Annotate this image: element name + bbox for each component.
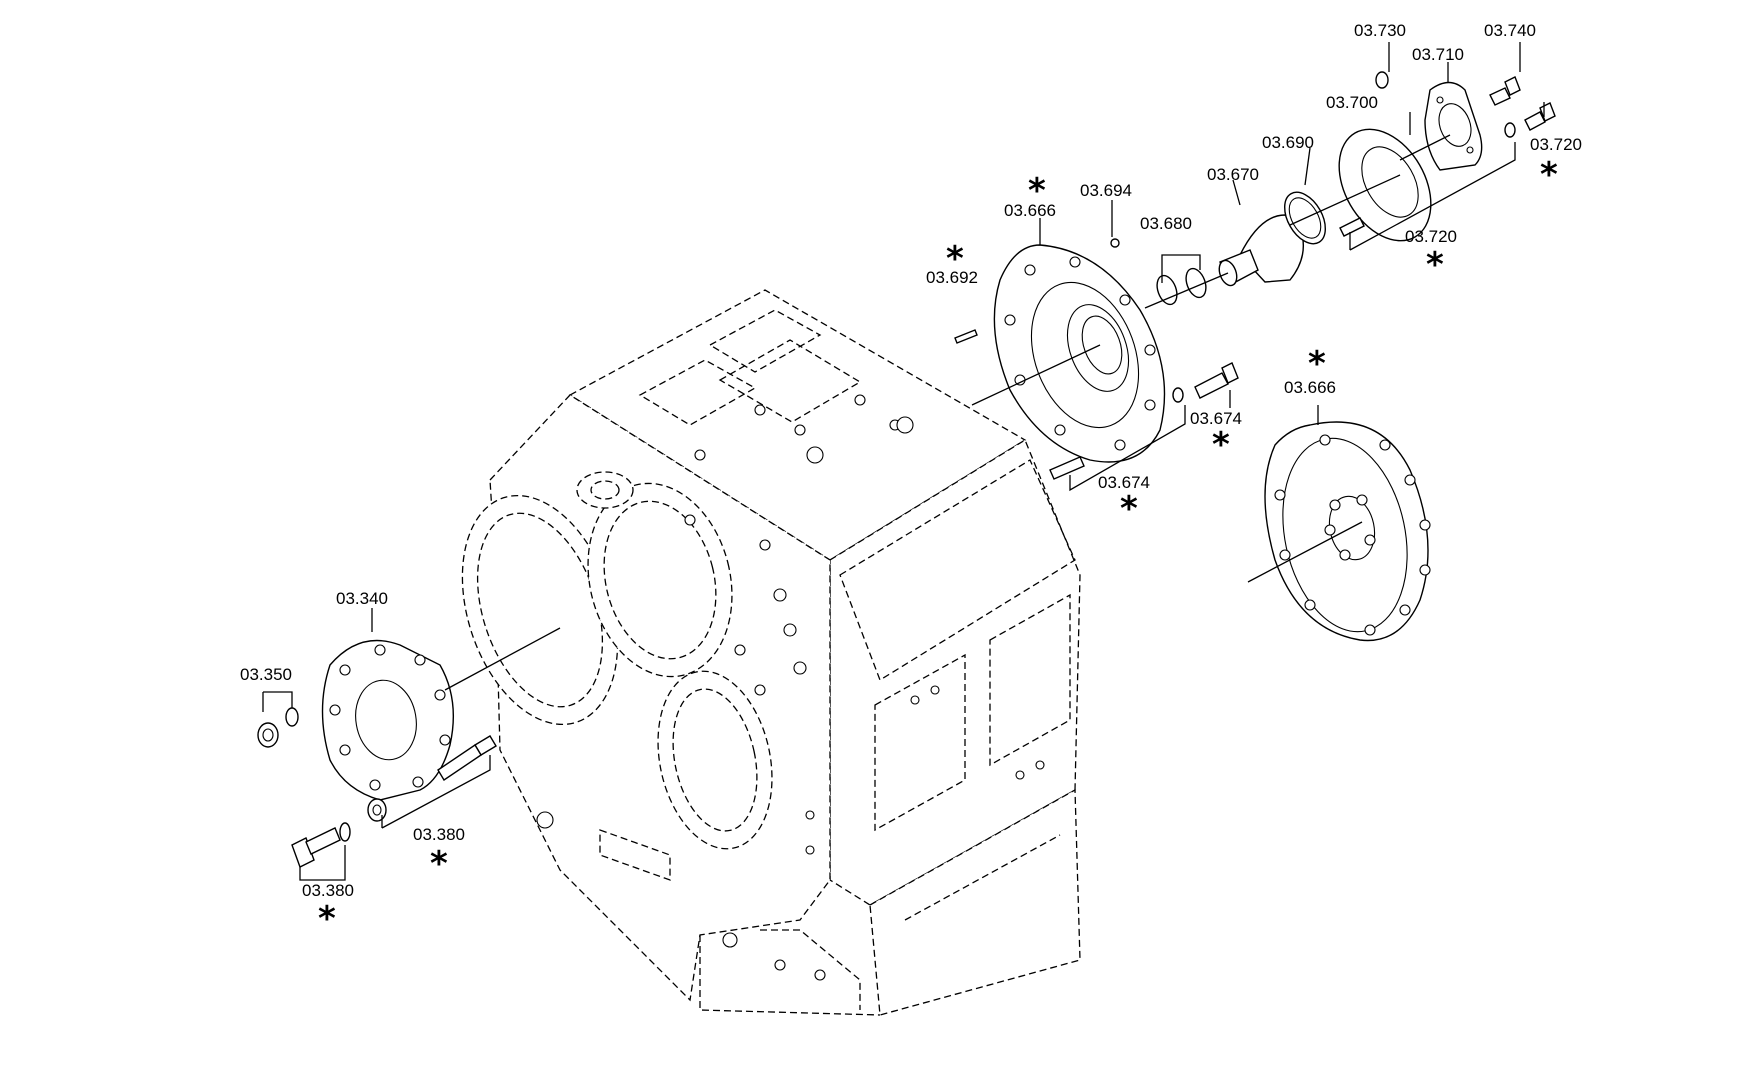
ball-03694: [1110, 238, 1120, 248]
asterisk-markers: * * * * * * * * *: [318, 155, 1558, 939]
bolt-03674: [1172, 362, 1239, 403]
label-03720-mid: 03.720: [1405, 227, 1457, 246]
cover-03666-upper: [993, 244, 1166, 463]
asterisk-marker: *: [1426, 245, 1444, 285]
asterisk-marker: *: [318, 899, 336, 939]
gasket-03700: [1338, 128, 1432, 242]
bolt-03720: [1504, 102, 1556, 138]
asterisk-marker: *: [1028, 171, 1046, 211]
transmission-housing: [461, 289, 1081, 1016]
label-03380-left: 03.380: [302, 881, 354, 900]
label-03350: 03.350: [240, 665, 292, 684]
asterisk-marker: *: [1120, 489, 1138, 529]
label-03670: 03.670: [1207, 165, 1259, 184]
stud-03380: [367, 735, 497, 822]
label-03666-upper: 03.666: [1004, 201, 1056, 220]
shaft-03670: [1218, 214, 1304, 287]
label-03692: 03.692: [926, 268, 978, 287]
label-03710: 03.710: [1412, 45, 1464, 64]
oring-03730: [1375, 71, 1389, 89]
asterisk-marker: *: [1540, 155, 1558, 195]
housing-bolt-holes: [536, 394, 1045, 981]
label-03674-right: 03.674: [1190, 409, 1242, 428]
label-03674-left: 03.674: [1098, 473, 1150, 492]
label-03666-lower: 03.666: [1284, 378, 1336, 397]
asterisk-marker: *: [1308, 344, 1326, 384]
cover-03340: [321, 639, 454, 801]
plug-03350: [257, 707, 299, 748]
cover-03710: [1424, 81, 1483, 171]
pin-03692: [954, 329, 978, 344]
asterisk-marker: *: [430, 844, 448, 884]
label-03720-top: 03.720: [1530, 135, 1582, 154]
part-labels: 03.730 03.740 03.710 03.700 03.720 03.69…: [240, 21, 1582, 900]
label-03740: 03.740: [1484, 21, 1536, 40]
label-03340: 03.340: [336, 589, 388, 608]
bolt-03740: [1489, 76, 1521, 106]
label-03690: 03.690: [1262, 133, 1314, 152]
asterisk-marker: *: [1212, 425, 1230, 465]
label-03700: 03.700: [1326, 93, 1378, 112]
label-03680: 03.680: [1140, 214, 1192, 233]
stud-03720: [1339, 217, 1365, 237]
label-03380-right: 03.380: [413, 825, 465, 844]
leader-lines: [262, 42, 1545, 881]
label-03730: 03.730: [1354, 21, 1406, 40]
label-03694: 03.694: [1080, 181, 1132, 200]
bolt-03380: [291, 822, 351, 868]
stud-03674: [1049, 456, 1085, 480]
asterisk-marker: *: [946, 239, 964, 279]
cover-03666-lower: [1264, 421, 1431, 642]
